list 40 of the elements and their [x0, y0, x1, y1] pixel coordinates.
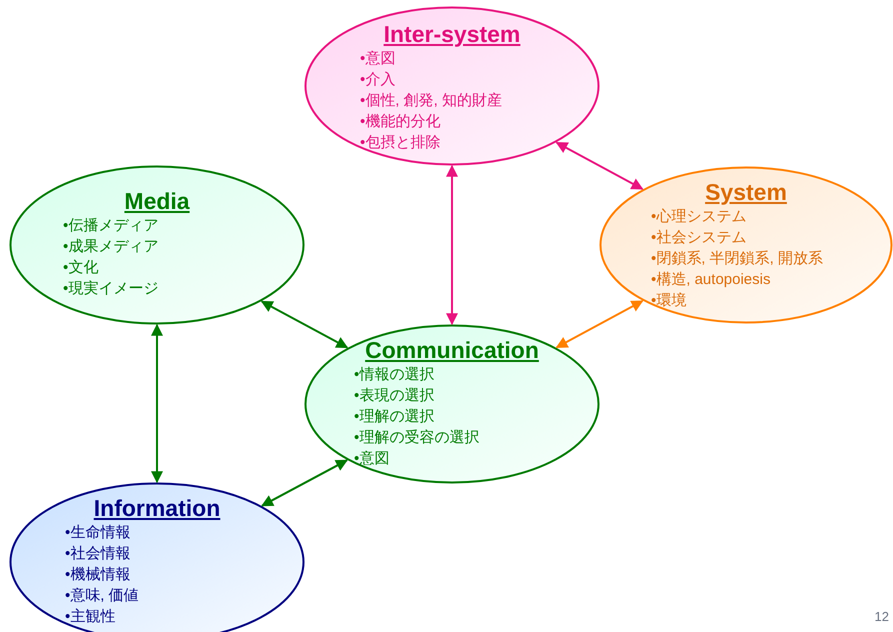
double-arrow: [446, 164, 458, 326]
node-title: Information: [94, 494, 220, 522]
node-title: System: [705, 178, 787, 206]
list-item: •社会情報: [65, 544, 130, 564]
list-item: •主観性: [65, 607, 116, 627]
list-item: •成果メディア: [63, 237, 158, 257]
ellipse-node: [304, 324, 600, 484]
list-item: •文化: [63, 258, 98, 278]
node-title: Communication: [365, 336, 539, 364]
list-item: •構造, autopoiesis: [651, 270, 770, 290]
list-item: •機能的分化: [360, 112, 440, 132]
ellipse-node: [304, 6, 600, 166]
list-item: •表現の選択: [354, 386, 434, 406]
node-title: Media: [124, 187, 190, 215]
list-item: •理解の受容の選択: [354, 428, 480, 448]
list-item: •機械情報: [65, 565, 130, 585]
list-item: •閉鎖系, 半閉鎖系, 開放系: [651, 249, 823, 269]
double-arrow: [556, 300, 644, 348]
list-item: •情報の選択: [354, 365, 434, 385]
list-item: •環境: [651, 291, 686, 311]
double-arrow: [151, 324, 163, 484]
list-item: •意味, 価値: [65, 586, 139, 606]
list-item: •介入: [360, 70, 396, 90]
list-item: •個性, 創発, 知的財産: [360, 91, 502, 111]
double-arrow: [556, 142, 644, 190]
list-item: •心理システム: [651, 207, 746, 227]
ellipse-node: [599, 166, 893, 324]
double-arrow: [260, 300, 348, 348]
list-item: •意図: [354, 449, 390, 469]
list-item: •現実イメージ: [63, 279, 158, 299]
list-item: •伝播メディア: [63, 216, 158, 236]
double-arrow: [261, 459, 348, 507]
list-item: •意図: [360, 49, 396, 69]
list-item: •理解の選択: [354, 407, 434, 427]
ellipse-node: [9, 165, 305, 325]
list-item: •包摂と排除: [360, 133, 440, 153]
page-number: 12: [874, 608, 889, 626]
list-item: •社会システム: [651, 228, 746, 248]
node-title: Inter-system: [384, 20, 520, 48]
list-item: •生命情報: [65, 523, 130, 543]
